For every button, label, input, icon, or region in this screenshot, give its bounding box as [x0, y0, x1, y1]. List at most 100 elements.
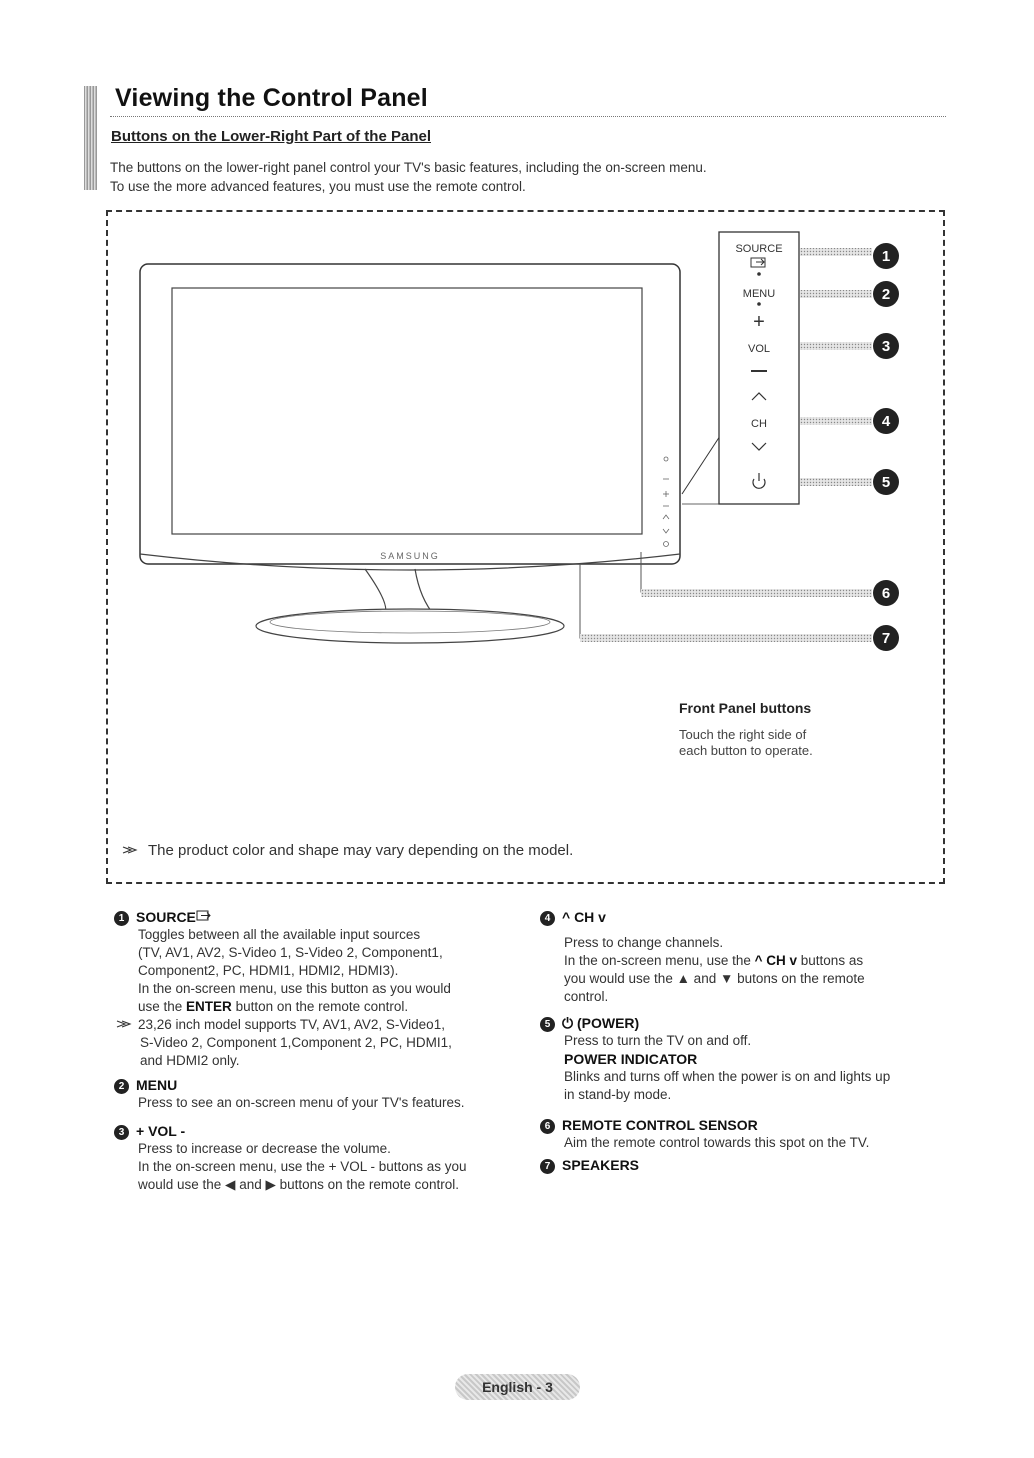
- callout-markers: 1 2 3 4 5 6 7: [873, 243, 899, 651]
- title-divider: [110, 116, 946, 117]
- ch-desc-1: Press to change channels.: [564, 935, 724, 950]
- callout-7: [873, 625, 899, 651]
- item-number-badge: 6: [540, 1119, 555, 1134]
- source-note-2: S-Video 2, Component 1,Component 2, PC, …: [140, 1035, 452, 1050]
- figure-frame: [106, 210, 945, 884]
- panel-menu-label: MENU: [743, 288, 775, 300]
- tv-bottom-curve: [139, 553, 681, 571]
- power-indicator-heading: POWER INDICATOR: [564, 1051, 698, 1067]
- callout-5: [873, 469, 899, 495]
- model-note: The product color and shape may vary dep…: [122, 842, 573, 859]
- section-subtitle: Buttons on the Lower-Right Part of the P…: [111, 128, 431, 145]
- item-source: 1 SOURCE Toggles between all the availabl…: [114, 908, 524, 1070]
- item-ch-title: ^ CH v: [562, 909, 606, 925]
- front-panel-description: Touch the right side of each button to o…: [679, 727, 813, 759]
- panel-ch-up-icon: [751, 392, 767, 401]
- power-desc-2: Blinks and turns off when the power is o…: [564, 1069, 891, 1084]
- vol-desc-2: In the on-screen menu, use the + VOL - b…: [138, 1159, 467, 1174]
- ch-desc-2c: buttons as: [797, 953, 864, 968]
- right-column: 4^ CH v Press to change channels. In the…: [540, 908, 950, 1174]
- vol-desc-1: Press to increase or decrease the volume…: [138, 1141, 391, 1156]
- note-arrow-icon: [122, 842, 140, 859]
- source-desc-5c: button on the remote control.: [231, 999, 409, 1014]
- sensor-desc-1: Aim the remote control towards this spot…: [564, 1135, 870, 1150]
- control-panel-enlarged: [718, 231, 800, 505]
- intro-line-2: To use the more advanced features, you m…: [110, 179, 526, 194]
- intro-text: The buttons on the lower-right panel con…: [110, 158, 707, 196]
- item-menu-title: MENU: [136, 1077, 178, 1093]
- item-sensor: 6 REMOTE CONTROL SENSOR Aim the remote co…: [540, 1116, 950, 1152]
- menu-desc-1: Press to see an on-screen menu of your T…: [138, 1095, 465, 1110]
- item-source-title: SOURCE: [136, 909, 196, 925]
- item-speakers: 7 SPEAKERS: [540, 1156, 950, 1174]
- callout-1-label: 1: [882, 248, 890, 265]
- model-note-text: The product color and shape may vary dep…: [148, 842, 574, 859]
- callout-3: [873, 333, 899, 359]
- callout-6: [873, 580, 899, 606]
- panel-source-label: SOURCE: [735, 243, 782, 255]
- callout-leaders: [579, 248, 872, 642]
- callout-2-label: 2: [882, 286, 890, 303]
- source-desc-5: use the ENTER button on the remote contr…: [138, 998, 524, 1016]
- power-desc-1: Press to turn the TV on and off.: [564, 1033, 752, 1048]
- source-desc-4: In the on-screen menu, use this button a…: [138, 981, 451, 996]
- left-column: 1 SOURCE Toggles between all the availabl…: [114, 908, 524, 1194]
- tv-stand-base: [255, 608, 565, 644]
- ch-desc-3: you would use the ▲ and ▼ butons on the …: [564, 971, 865, 986]
- ch-desc-4: control.: [564, 989, 609, 1004]
- front-panel-line-2: each button to operate.: [679, 743, 813, 758]
- source-note-1: 23,26 inch model supports TV, AV1, AV2, …: [138, 1017, 445, 1032]
- source-model-note: 23,26 inch model supports TV, AV1, AV2, …: [114, 1016, 524, 1070]
- section-marker-bar: [84, 86, 97, 190]
- callout-7-label: 7: [882, 630, 890, 647]
- item-power-title: ⏻ (POWER): [562, 1015, 640, 1031]
- callout-2: [873, 281, 899, 307]
- item-ch: 4^ CH v Press to change channels. In the…: [540, 908, 950, 1006]
- intro-line-1: The buttons on the lower-right panel con…: [110, 160, 707, 175]
- tv-brand-label: SAMSUNG: [380, 551, 440, 561]
- panel-ch-label: CH: [751, 418, 767, 430]
- source-desc-1: Toggles between all the available input …: [138, 927, 421, 942]
- callout-3-label: 3: [882, 338, 890, 355]
- item-number-badge: 1: [114, 911, 129, 926]
- item-number-badge: 2: [114, 1079, 129, 1094]
- page-title: Viewing the Control Panel: [115, 84, 428, 112]
- front-panel-title: Front Panel buttons: [679, 700, 812, 716]
- item-power: 5 ⏻ (POWER) Press to turn the TV on and o…: [540, 1014, 950, 1104]
- callout-5-label: 5: [882, 474, 890, 491]
- item-speakers-title: SPEAKERS: [562, 1157, 640, 1173]
- panel-power-icon: [752, 473, 766, 489]
- item-menu: 2 MENU Press to see an on-screen menu of …: [114, 1076, 524, 1112]
- tv-screen: [171, 287, 643, 535]
- source-desc-3: Component2, PC, HDMI1, HDMI2, HDMI3).: [138, 963, 399, 978]
- callout-6-label: 6: [882, 585, 890, 602]
- source-desc-5a: use the: [138, 999, 187, 1014]
- page-number-badge: English - 3: [455, 1374, 580, 1400]
- callout-4: [873, 408, 899, 434]
- zoom-line-top: [681, 435, 721, 495]
- power-desc-3: in stand-by mode.: [564, 1087, 672, 1102]
- front-panel-line-1: Touch the right side of: [679, 727, 807, 742]
- ch-desc-2: In the on-screen menu, use the ^ CH v bu…: [564, 952, 950, 970]
- item-number-badge: 3: [114, 1125, 129, 1140]
- source-desc-2: (TV, AV1, AV2, S-Video 1, S-Video 2, Com…: [138, 945, 443, 960]
- tv-side-buttons: [662, 456, 670, 547]
- ch-keyword: ^ CH v: [754, 953, 798, 968]
- item-sensor-title: REMOTE CONTROL SENSOR: [562, 1117, 758, 1133]
- item-vol-title: + VOL -: [136, 1123, 186, 1139]
- item-number-badge: 5: [540, 1017, 555, 1032]
- source-enter-keyword: ENTER: [186, 999, 232, 1014]
- panel-plus-label: +: [753, 311, 765, 333]
- panel-ch-down-icon: [751, 442, 767, 451]
- callout-1: [873, 243, 899, 269]
- source-note-3: and HDMI2 only.: [140, 1053, 240, 1068]
- note-arrow-icon: [116, 1016, 138, 1034]
- item-number-badge: 7: [540, 1159, 555, 1174]
- callout-4-label: 4: [882, 413, 891, 430]
- source-input-icon: [196, 909, 212, 925]
- ch-desc-2a: In the on-screen menu, use the: [564, 953, 755, 968]
- tv-diagram: SAMSUNG SOURCE MENU + VOL CH: [139, 231, 899, 651]
- item-vol: 3 + VOL - Press to increase or decrease t…: [114, 1122, 524, 1194]
- panel-vol-label: VOL: [748, 343, 770, 355]
- vol-desc-3: would use the ◀ and ▶ buttons on the rem…: [138, 1177, 459, 1192]
